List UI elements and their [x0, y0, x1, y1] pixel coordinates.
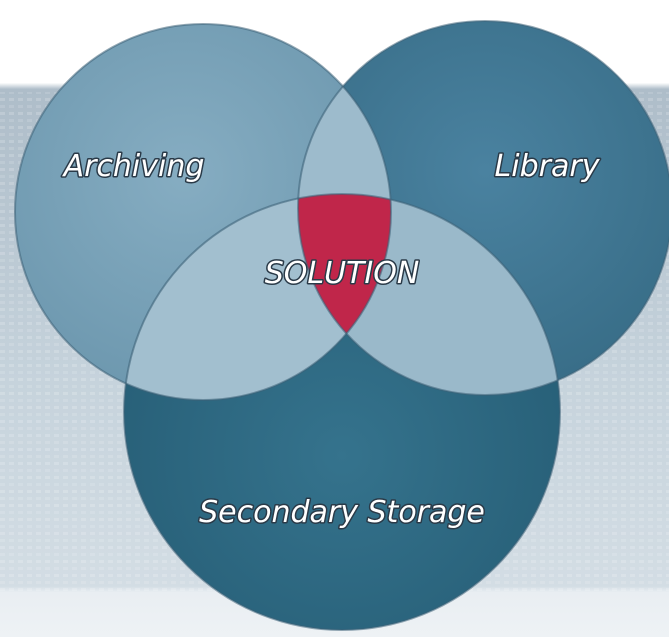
- circle-outlines: [14, 20, 669, 631]
- label-secondary-storage: Secondary Storage: [199, 495, 485, 530]
- label-archiving: Archiving: [62, 149, 205, 184]
- label-library: Library: [495, 149, 601, 184]
- label-solution: SOLUTION: [265, 256, 420, 291]
- overlap-archiving-secondary-storage: [124, 194, 391, 400]
- overlap-library-secondary-storage: [298, 194, 560, 395]
